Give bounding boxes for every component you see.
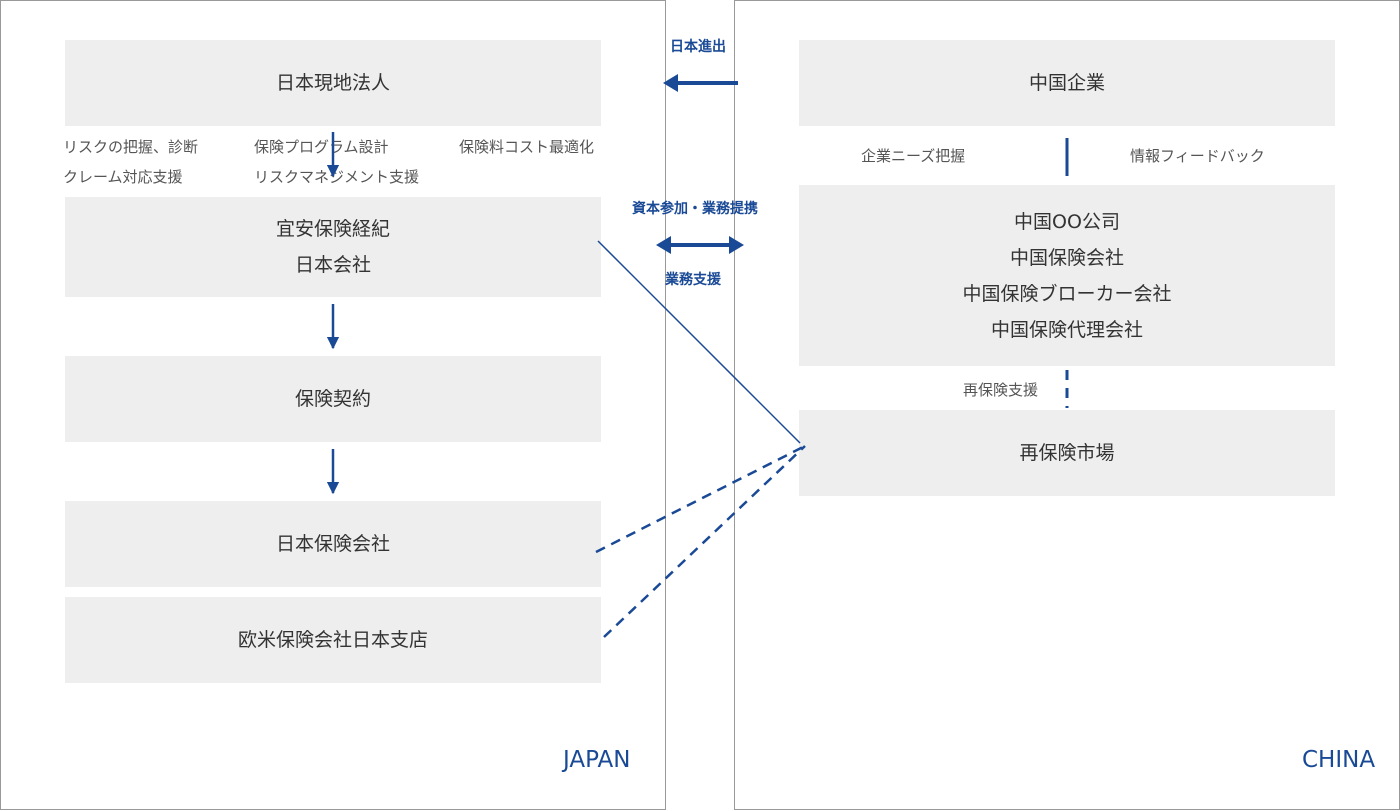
- capital-tieup-label: 資本参加・業務提携: [632, 201, 758, 217]
- japan-insurer-label: 日本保険会社: [275, 533, 390, 555]
- feedback-note: 情報フィードバック: [1130, 147, 1265, 165]
- service-note-risk-assessment: リスクの把握、診断: [63, 138, 199, 156]
- japan-insurer-box: 日本保険会社: [65, 501, 601, 587]
- china-enterprise-label: 中国企業: [1028, 72, 1105, 94]
- reinsurance-support-note: 再保険支援: [963, 381, 1039, 399]
- china-enterprise-box: 中国企業: [799, 40, 1335, 126]
- needs-note: 企業ニーズ把握: [861, 147, 966, 165]
- japan-local-corp-label: 日本現地法人: [275, 72, 390, 94]
- china-insurer-line: 中国保険会社: [1009, 246, 1124, 269]
- japan-expansion-label: 日本進出: [670, 39, 726, 55]
- service-note-premium-optimization: 保険料コスト最適化: [459, 138, 595, 156]
- china-agency-line: 中国保険代理会社: [990, 318, 1143, 341]
- china-companies-box: 中国OO公司 中国保険会社 中国保険ブローカー会社 中国保険代理会社: [799, 185, 1335, 366]
- china-broker-line: 中国保険ブローカー会社: [962, 282, 1172, 305]
- foreign-insurer-label: 欧米保険会社日本支店: [237, 629, 428, 651]
- japan-region-label: JAPAN: [563, 747, 631, 773]
- capital-tieup-double-arrow: [656, 236, 744, 254]
- broker-name-line: 宜安保険経紀: [275, 218, 390, 240]
- reinsurance-market-box: 再保険市場: [799, 410, 1335, 496]
- insurance-contract-label: 保険契約: [294, 388, 371, 410]
- china-company-line: 中国OO公司: [1014, 210, 1120, 233]
- china-region-label: CHINA: [1302, 747, 1376, 773]
- reinsurance-market-label: 再保険市場: [1019, 442, 1115, 464]
- insurance-contract-box: 保険契約: [65, 356, 601, 442]
- broker-company-line: 日本会社: [294, 254, 371, 276]
- service-note-program-design: 保険プログラム設計: [254, 138, 389, 156]
- service-note-risk-management: リスクマネジメント支援: [254, 168, 420, 186]
- japan-expansion-arrow: [663, 74, 738, 92]
- foreign-insurer-box: 欧米保険会社日本支店: [65, 597, 601, 683]
- japan-local-corp-box: 日本現地法人: [65, 40, 601, 126]
- broker-box: 宜安保険経紀 日本会社: [65, 197, 601, 297]
- business-support-label: 業務支援: [665, 272, 721, 288]
- service-note-claims-support: クレーム対応支援: [63, 168, 183, 186]
